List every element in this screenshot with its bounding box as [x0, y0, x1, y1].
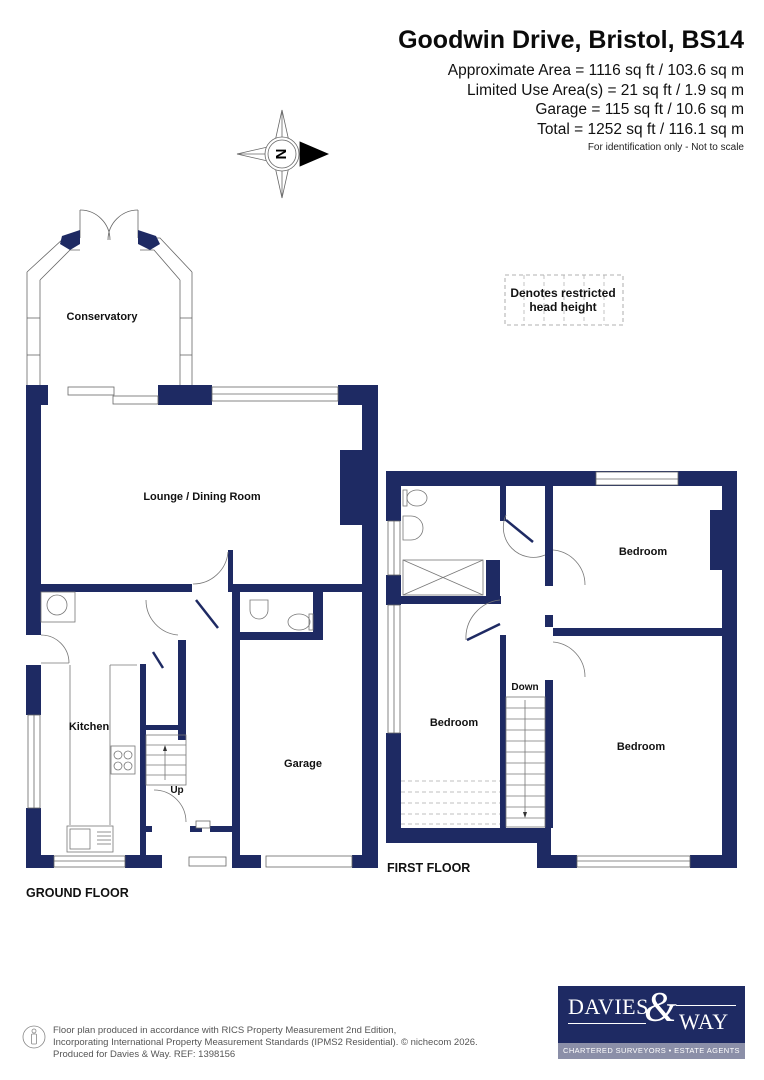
compass-north-arrow-icon: N — [236, 109, 330, 199]
person-scale-icon — [22, 1025, 46, 1049]
restricted-height-legend — [504, 274, 624, 326]
room-label-conservatory: Conservatory — [67, 311, 139, 323]
ground-floor-plan — [26, 209, 378, 868]
area-total: Total = 1252 sq ft / 116.1 sq m — [537, 120, 744, 138]
legend-text-line1: Denotes restricted — [510, 286, 615, 300]
footer-line3: Produced for Davies & Way. REF: 1398156 — [53, 1049, 236, 1060]
area-approximate: Approximate Area = 1116 sq ft / 103.6 sq… — [447, 62, 744, 79]
room-label-bedroom-rear: Bedroom — [619, 546, 668, 558]
logo-tagline: CHARTERED SURVEYORS • ESTATE AGENTS — [558, 1043, 745, 1059]
stairs-up-label: Up — [170, 785, 183, 796]
footer-line2: Incorporating International Property Mea… — [53, 1037, 478, 1048]
logo-ampersand: & — [644, 985, 677, 1031]
area-limited-use: Limited Use Area(s) = 21 sq ft / 1.9 sq … — [467, 81, 744, 99]
stairs-down-label: Down — [511, 682, 538, 693]
footer-disclaimer: Floor plan produced in accordance with R… — [53, 1025, 478, 1061]
svg-text:N: N — [272, 149, 289, 160]
first-floor-label: FIRST FLOOR — [387, 861, 470, 875]
first-floor-plan — [386, 471, 737, 868]
room-label-lounge: Lounge / Dining Room — [143, 491, 261, 503]
logo-word-way: WAY — [679, 1009, 729, 1034]
area-summary: Approximate Area = 1116 sq ft / 103.6 sq… — [448, 61, 744, 156]
property-title: Goodwin Drive, Bristol, BS14 — [398, 26, 744, 54]
footer-line1: Floor plan produced in accordance with R… — [53, 1025, 397, 1036]
room-label-bedroom-left: Bedroom — [430, 717, 479, 729]
room-label-kitchen: Kitchen — [69, 721, 110, 733]
logo-word-davies: DAVIES — [568, 994, 649, 1019]
scale-disclaimer: For identification only - Not to scale — [587, 142, 744, 153]
davies-way-logo: DAVIES & WAY CHARTERED SURVEYORS • ESTAT… — [558, 985, 745, 1059]
legend-text-line2: head height — [529, 300, 596, 314]
ground-floor-label: GROUND FLOOR — [26, 886, 129, 900]
area-garage: Garage = 115 sq ft / 10.6 sq m — [535, 101, 744, 118]
logo-rule — [676, 1005, 736, 1006]
room-label-bedroom-front: Bedroom — [617, 741, 666, 753]
logo-rule — [568, 1023, 646, 1024]
room-label-garage: Garage — [284, 758, 322, 770]
